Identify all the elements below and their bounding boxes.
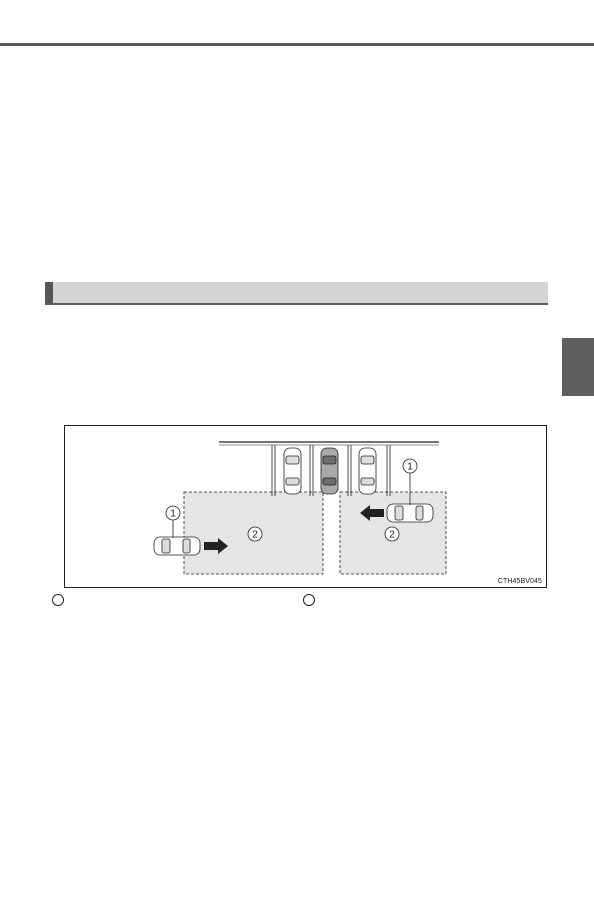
parked-car-center	[320, 447, 339, 495]
chapter-side-tab	[562, 338, 594, 396]
parked-car-left	[283, 447, 302, 495]
header-rule	[0, 43, 594, 46]
direction-arrow-left	[360, 505, 384, 521]
callout-2-left-label: 2	[252, 530, 258, 541]
moving-car-right	[386, 503, 434, 523]
callout-2-right-label: 2	[389, 530, 395, 541]
callout-1-left	[165, 505, 181, 538]
parked-car-right	[358, 447, 377, 495]
stall-dividers	[271, 445, 391, 496]
section-heading-bar	[45, 282, 548, 305]
figure-code: CTH45BV045	[497, 578, 542, 585]
callout-2-left	[247, 526, 263, 542]
moving-car-left	[153, 536, 201, 556]
legend-marker-1	[52, 594, 64, 606]
callout-1-left-label: 1	[170, 509, 176, 520]
callout-1-right	[402, 458, 418, 505]
callout-1-right-label: 1	[407, 462, 413, 473]
parking-illustration: 1 2 1 2 CTH45BV045	[64, 425, 547, 588]
section-heading-marker	[45, 282, 53, 303]
legend-marker-2	[303, 594, 315, 606]
callout-2-right	[384, 526, 400, 542]
direction-arrow-right	[204, 538, 228, 554]
